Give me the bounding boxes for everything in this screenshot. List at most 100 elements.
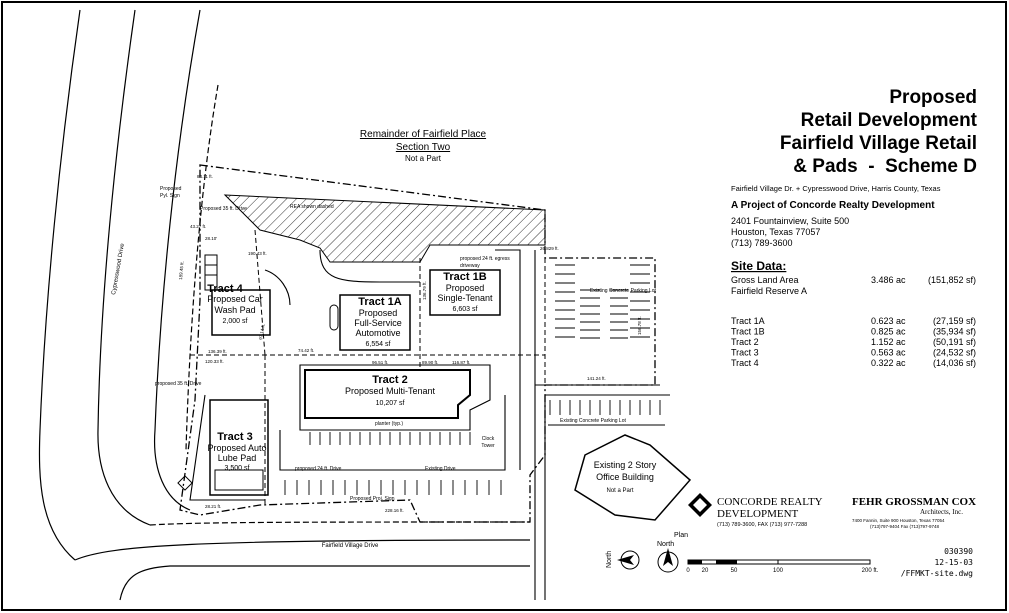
clock-label-1: Clock — [482, 436, 495, 442]
scale-tick: 20 — [702, 568, 709, 574]
tract-row-ac: 0.825 ac — [871, 327, 906, 337]
tract-1b-area: 6,603 sf — [453, 306, 478, 313]
existing-office-building — [574, 434, 692, 521]
tract-row-name: Tract 4 — [731, 358, 759, 368]
dim-label: 26.829 ft. — [540, 246, 559, 251]
tract-1a-use-3: Automotive — [355, 328, 400, 338]
fgc-sub: Architects, Inc. — [920, 508, 963, 516]
fairfield-village-label: Fairfield Village Drive — [322, 543, 379, 549]
tract-4-pad — [204, 254, 271, 336]
tract-row-sf: (27,159 sf) — [933, 316, 976, 326]
tract-2-use-1: Proposed Multi-Tenant — [345, 386, 436, 396]
plan-labels: Remainder of Fairfield Place Section Two… — [111, 129, 657, 549]
tract-2-area: 10,207 sf — [376, 400, 405, 407]
rea-label: REA shown dashed — [290, 204, 334, 210]
dim-label: 84.11 ft. — [197, 174, 213, 179]
tract-1b-name: Tract 1B — [443, 271, 486, 283]
dim-label: 28.10' — [205, 236, 217, 241]
gross-sf: (151,852 sf) — [928, 275, 976, 285]
tract-4-name: Tract 4 — [207, 283, 243, 295]
dim-label: 228.16 ft. — [385, 508, 404, 513]
title-address: Fairfield Village Dr. + Cypresswood Driv… — [731, 184, 941, 193]
fgc-logo: FEHR GROSSMAN COX Architects, Inc. 7400 … — [852, 496, 976, 529]
dim-label: 97.14 ft. — [258, 323, 266, 340]
project-of: A Project of Concorde Realty Development — [731, 200, 935, 211]
tract-1a-area: 6,554 sf — [366, 341, 391, 348]
tract-3-use-1: Proposed Auto — [207, 443, 266, 453]
scale-tick: 200 ft. — [862, 568, 879, 574]
tract-row-sf: (14,036 sf) — [933, 358, 976, 368]
plan-north-label: North — [657, 541, 674, 548]
tract-4-area: 2,000 sf — [223, 318, 248, 325]
pyl-sign-label-2: Pyl. Sign — [160, 193, 180, 199]
dim-label: 89.90 ft. — [422, 360, 438, 365]
site-boundary — [179, 164, 656, 523]
remainder-label-1: Remainder of Fairfield Place — [360, 129, 487, 140]
tract-2-name: Tract 2 — [372, 374, 407, 386]
gross-label-2: Fairfield Reserve A — [731, 286, 807, 296]
tract-row-name: Tract 2 — [731, 337, 759, 347]
drive-curbs — [189, 249, 521, 501]
tract-1a-use-2: Full-Service — [354, 318, 402, 328]
title-line-3: Fairfield Village Retail — [780, 133, 977, 154]
dimension-labels: 84.11 ft. 43.27 ft. 28.10' 190.43 ft. 18… — [178, 174, 642, 513]
tract-row-name: Tract 1A — [731, 316, 765, 326]
dim-label: 116.87 ft. — [452, 360, 470, 365]
prop-24-drive-label: proposed 24 ft. Drive — [295, 466, 342, 472]
dim-label: 190.43 ft. — [248, 251, 267, 256]
dim-label: 156.78 ft. — [637, 316, 642, 335]
fgc-phone: (713)797-9404 Fax (713)797-9748 — [870, 524, 940, 529]
tract-1b-use-1: Proposed — [446, 283, 485, 293]
drawing-file: /FFMKT-site.dwg — [901, 569, 973, 578]
tract-row-name: Tract 3 — [731, 348, 759, 358]
fgc-addr: 7400 Fannin, Suite 900 Houston, Texas 77… — [852, 518, 945, 523]
concorde-logo: CONCORDE REALTY DEVELOPMENT (713) 789-36… — [688, 493, 823, 528]
north-label: North — [606, 551, 613, 568]
cypresswood-drive-road — [38, 9, 219, 561]
office-city: Houston, Texas 77057 — [731, 227, 820, 237]
remainder-hatched-area — [223, 194, 546, 263]
concorde-name-2: DEVELOPMENT — [717, 508, 799, 520]
existing-bldg-label-1: Existing 2 Story — [594, 460, 657, 470]
title-line-4: & Pads - Scheme D — [793, 156, 977, 177]
pyl-sign-label-1: Proposed — [160, 186, 182, 192]
tract-lines — [190, 229, 546, 505]
existing-bldg-label-2: Office Building — [596, 472, 654, 482]
existing-bldg-label-3: Not a Part — [606, 488, 633, 494]
tract-row-name: Tract 1B — [731, 327, 765, 337]
dim-label: 28.21 ft. — [205, 504, 221, 509]
egress-label-1: proposed 24 ft. egress — [460, 256, 510, 262]
tract-4-use-1: Proposed Car — [207, 294, 263, 304]
tract-4-use-2: Wash Pad — [214, 305, 255, 315]
parking-lot-label-2: Existing Concrete Parking Lot — [560, 418, 626, 424]
title-block: Proposed Retail Development Fairfield Vi… — [731, 87, 978, 248]
tract-1a-building — [329, 294, 411, 351]
dim-label: 136.39 ft. — [208, 349, 227, 354]
clock-label-2: Tower — [481, 443, 495, 449]
fgc-name: FEHR GROSSMAN COX — [852, 496, 976, 508]
proj-sign-label: Proposed Proj. Sign — [350, 496, 395, 502]
gross-label-1: Gross Land Area — [731, 275, 799, 285]
plan-label: Plan — [674, 532, 688, 539]
tract-row-ac: 0.563 ac — [871, 348, 906, 358]
concorde-name-1: CONCORDE REALTY — [717, 496, 823, 508]
planter-label: planter (typ.) — [375, 421, 403, 427]
parking-lot-label-1: Existing Concrete Parking Lot — [590, 288, 656, 294]
tract-3-pad — [177, 399, 269, 496]
site-data-table: Site Data: Gross Land Area Fairfield Res… — [731, 259, 976, 368]
scale-bar: 0 20 50 100 200 ft. — [686, 559, 879, 574]
tract-labels: Tract 4 Proposed Car Wash Pad 2,000 sf T… — [207, 271, 493, 472]
proposed-35-label: proposed 35 ft. Drive — [155, 381, 202, 387]
office-phone: (713) 789-3600 — [731, 238, 793, 248]
tract-1b-building — [429, 269, 501, 316]
title-line-1: Proposed — [889, 87, 977, 108]
dim-label: 136.79 ft. — [422, 281, 427, 300]
tract-row-sf: (35,934 sf) — [933, 327, 976, 337]
scale-tick: 50 — [731, 568, 738, 574]
remainder-label-2: Section Two — [396, 142, 451, 153]
job-number: 030390 — [944, 547, 973, 556]
